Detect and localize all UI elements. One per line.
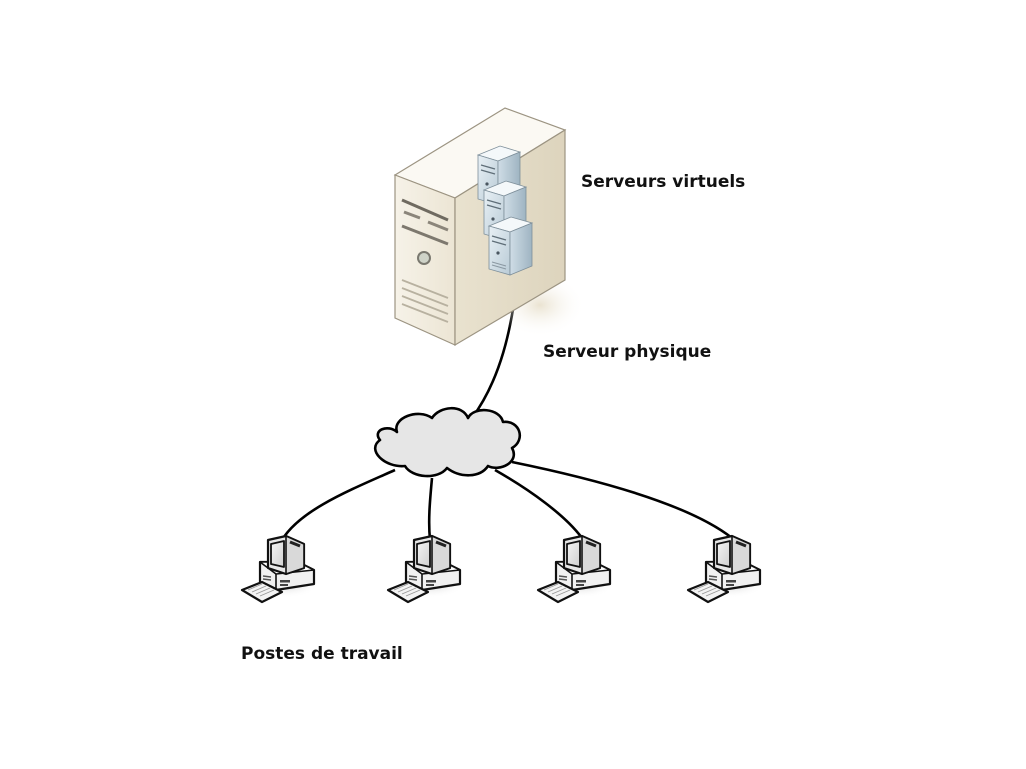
- link-network-to-workstation-3: [494, 468, 584, 539]
- virtual-server-3-icon: [487, 216, 534, 276]
- network-cloud-icon: [373, 406, 522, 478]
- link-network-to-workstation-1: [280, 468, 396, 541]
- workstation-4-icon: [686, 534, 768, 604]
- workstation-2-icon: [386, 534, 468, 604]
- label-virtual-servers: Serveurs virtuels: [581, 172, 746, 192]
- label-workstations: Postes de travail: [241, 644, 403, 664]
- workstation-1-icon: [240, 534, 322, 604]
- workstation-3-icon: [536, 534, 618, 604]
- link-network-to-workstation-2: [427, 477, 434, 541]
- label-physical-server: Serveur physique: [543, 342, 712, 362]
- link-network-to-workstation-4: [511, 460, 733, 540]
